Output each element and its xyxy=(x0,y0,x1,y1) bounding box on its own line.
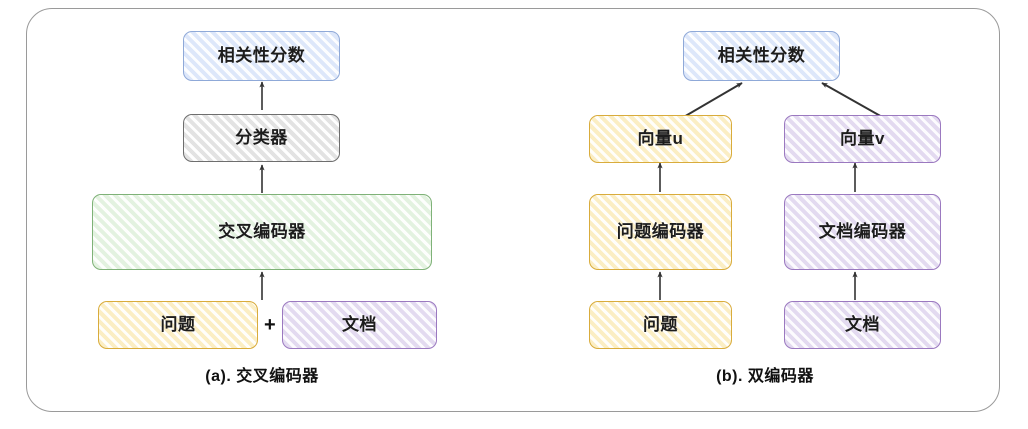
caption-panel-b: (b). 双编码器 xyxy=(665,362,865,386)
node-a-cross-encoder[interactable]: 交叉编码器 xyxy=(92,194,432,270)
node-b-question[interactable]: 问题 xyxy=(589,301,732,349)
node-a-question-label: 问题 xyxy=(160,315,196,335)
node-b-vector-v-label: 向量v xyxy=(840,129,885,149)
plus-operator: + xyxy=(264,314,276,337)
node-b-relevance-score-label: 相关性分数 xyxy=(717,46,806,66)
node-b-vector-v[interactable]: 向量v xyxy=(784,115,941,163)
node-b-question-encoder-label: 问题编码器 xyxy=(616,222,705,242)
node-a-question[interactable]: 问题 xyxy=(98,301,258,349)
caption-panel-b-text: (b). 双编码器 xyxy=(716,368,814,385)
node-a-cross-encoder-label: 交叉编码器 xyxy=(218,222,306,242)
node-a-classifier[interactable]: 分类器 xyxy=(183,114,340,162)
node-b-document[interactable]: 文档 xyxy=(784,301,941,349)
node-b-document-encoder[interactable]: 文档编码器 xyxy=(784,194,941,270)
node-a-document-label: 文档 xyxy=(342,315,377,335)
node-a-relevance-score-label: 相关性分数 xyxy=(217,46,306,66)
node-b-document-encoder-label: 文档编码器 xyxy=(818,222,907,242)
node-a-relevance-score[interactable]: 相关性分数 xyxy=(183,31,340,81)
plus-operator-label: + xyxy=(264,314,276,336)
node-b-document-label: 文档 xyxy=(845,315,880,335)
node-a-document[interactable]: 文档 xyxy=(282,301,437,349)
node-b-vector-u-label: 向量u xyxy=(637,129,684,149)
node-b-relevance-score[interactable]: 相关性分数 xyxy=(683,31,840,81)
caption-panel-a: (a). 交叉编码器 xyxy=(162,362,362,386)
node-b-question-encoder[interactable]: 问题编码器 xyxy=(589,194,732,270)
node-a-classifier-label: 分类器 xyxy=(235,128,288,148)
caption-panel-a-text: (a). 交叉编码器 xyxy=(205,368,319,385)
node-b-question-label: 问题 xyxy=(643,315,678,335)
node-b-vector-u[interactable]: 向量u xyxy=(589,115,732,163)
